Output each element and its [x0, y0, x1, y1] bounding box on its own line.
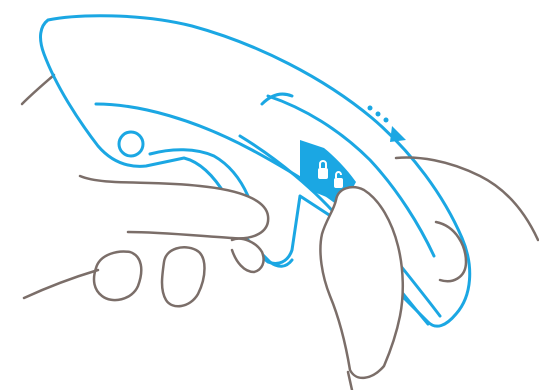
- left-hand: [24, 176, 268, 306]
- left-finger-2: [162, 247, 205, 306]
- left-palm-edge: [24, 270, 98, 298]
- left-wrist-line: [22, 75, 54, 104]
- right-wrist-line: [348, 372, 352, 390]
- right-index-finger: [320, 187, 402, 378]
- left-thumb: [80, 176, 268, 238]
- device-button-ring: [119, 132, 143, 156]
- left-finger-1: [94, 252, 141, 301]
- left-finger-3: [232, 239, 264, 272]
- slide-direction-arrow: [368, 106, 407, 143]
- right-hand-knuckles: [436, 222, 466, 281]
- right-hand: [320, 158, 538, 390]
- right-arm-upper: [396, 158, 538, 240]
